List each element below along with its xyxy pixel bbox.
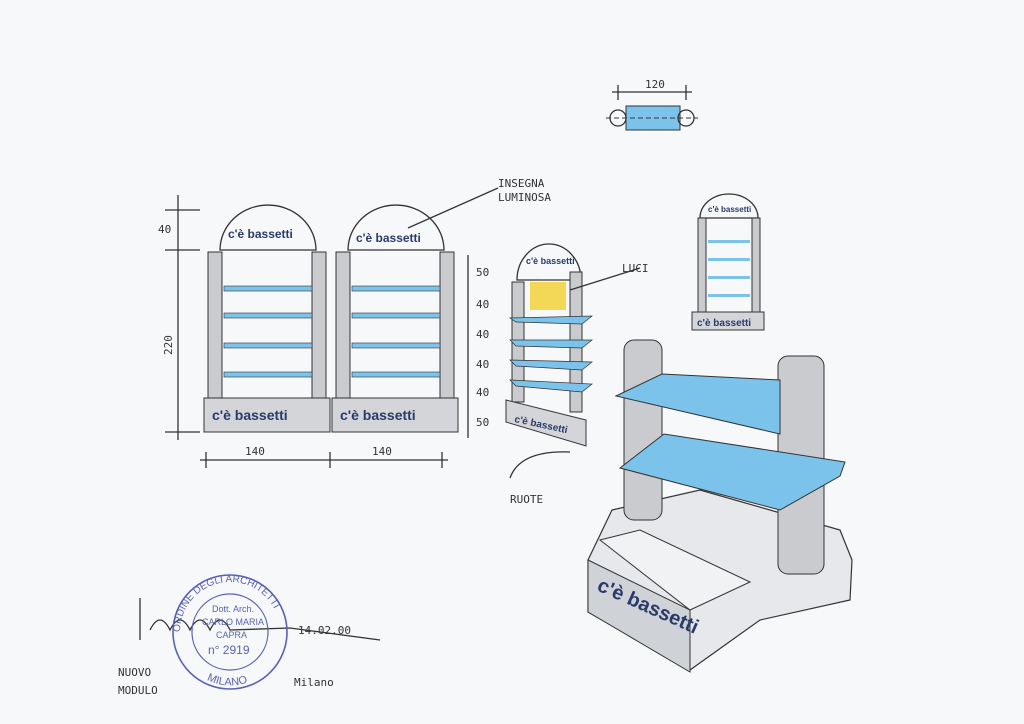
label-wheels: RUOTE: [510, 493, 543, 506]
small-module: c'è bassetti c'è bassetti: [691, 193, 765, 331]
perspective-module: c'è bassetti c'è bassetti LUCI RUOTE: [505, 243, 649, 506]
brand-logo: c'è bassetti: [212, 407, 288, 423]
dim-shelf: 40: [476, 386, 489, 399]
brand-logo: c'è bassetti: [228, 227, 293, 241]
label-lights: LUCI: [622, 262, 649, 275]
stamp-ring-bottom: MILANO: [205, 672, 249, 689]
stamp-line: CARLO MARIA: [202, 617, 264, 627]
brand-logo: c'è bassetti: [340, 407, 416, 423]
brand-logo: c'è bassetti: [697, 318, 751, 329]
dim-shelf: 40: [476, 298, 489, 311]
dim-module-width: 140: [372, 445, 392, 458]
brand-logo: c'è bassetti: [356, 231, 421, 245]
label-new-module: MODULO: [118, 684, 158, 697]
dim-top-width: 120: [645, 78, 665, 91]
label-sign: INSEGNA: [498, 177, 545, 190]
signature-date: 14.02.00: [298, 624, 351, 637]
dim-shelf: 40: [476, 328, 489, 341]
top-section-detail: 120: [606, 78, 698, 131]
dim-total-height: 220: [162, 335, 175, 355]
signature-scrawl: Milano: [294, 676, 334, 689]
label-sign: LUMINOSA: [498, 191, 551, 204]
brand-logo: c'è bassetti: [708, 205, 751, 214]
front-elevation: 40 220 c'è bassetti c'è bassetti c'è bas…: [158, 177, 551, 468]
label-new-module: NUOVO: [118, 666, 151, 679]
svg-text:MILANO: MILANO: [205, 672, 249, 689]
stamp-line: Dott. Arch.: [212, 604, 254, 614]
shelf-spacing-dims: 50 40 40 40 40 50: [467, 255, 489, 438]
architect-stamp: ORDINE DEGLI ARCHITETTI MILANO Dott. Arc…: [172, 574, 288, 690]
brand-logo: c'è bassetti: [526, 256, 575, 266]
dim-module-width: 140: [245, 445, 265, 458]
dim-shelf: 50: [476, 266, 489, 279]
stamp-line: CAPRA: [216, 630, 247, 640]
signature: 14.02.00 Milano NUOVO MODULO: [118, 598, 381, 697]
dim-shelf: 50: [476, 416, 489, 429]
stamp-line: n° 2919: [208, 643, 250, 657]
dim-arch-height: 40: [158, 223, 171, 236]
drawer-module-perspective: c'è bassetti: [587, 339, 853, 673]
dim-shelf: 40: [476, 358, 489, 371]
